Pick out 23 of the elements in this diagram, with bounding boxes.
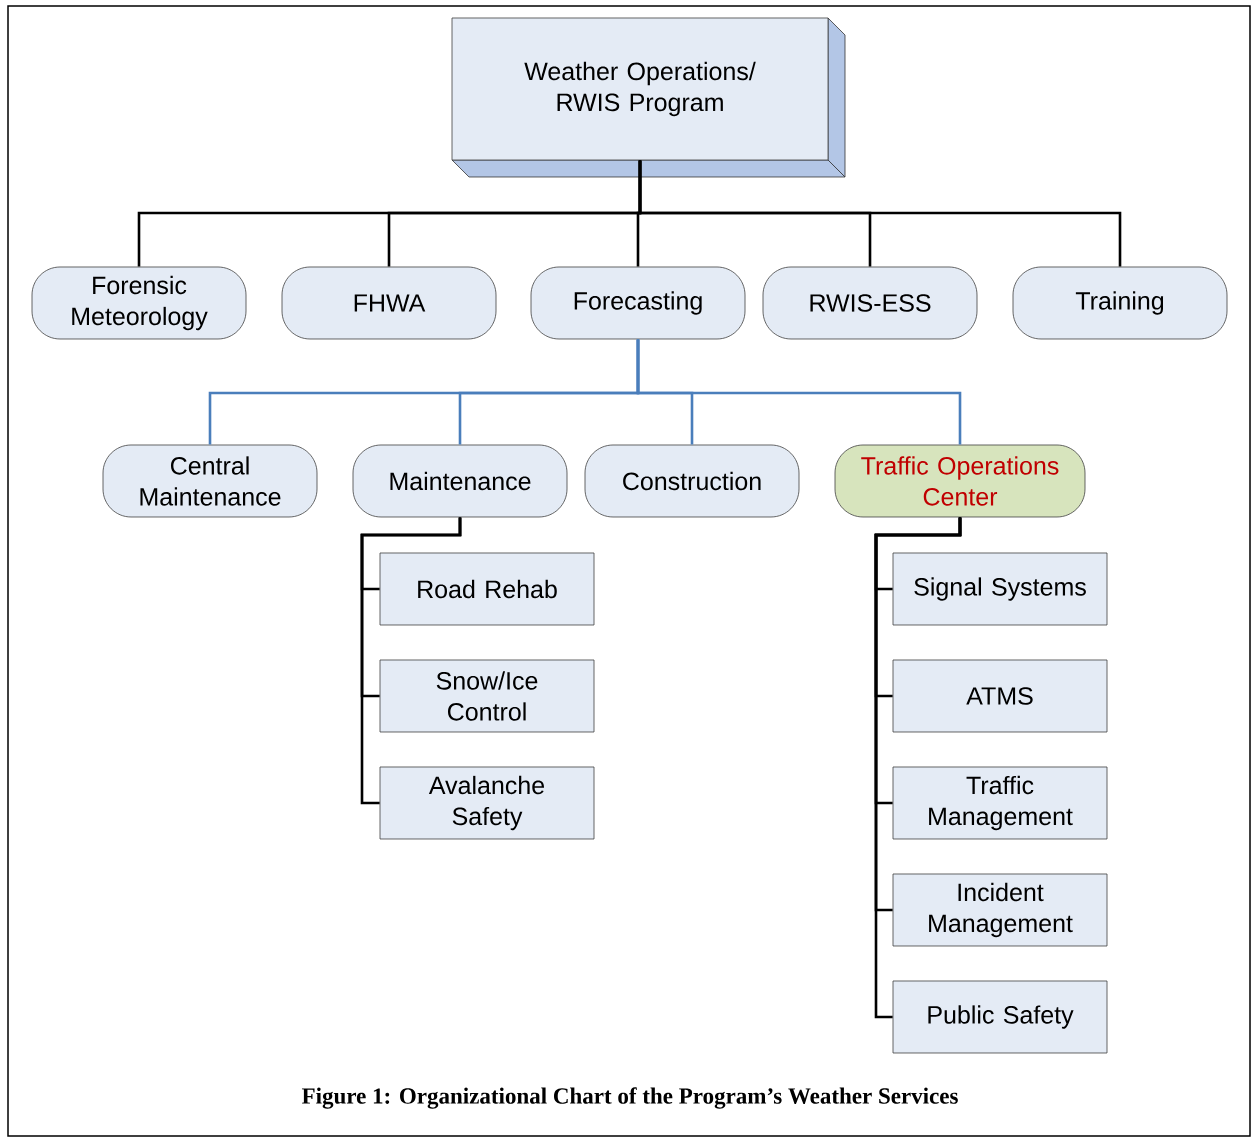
department-box: Construction: [584, 444, 800, 518]
connector-line: [636, 339, 962, 445]
department-box: Training: [1012, 266, 1228, 340]
unit-box: Incident Management: [892, 873, 1108, 947]
figure-caption: Figure 1: Organizational Chart of the Program’s Weather Services: [301, 1087, 958, 1109]
department-box: Forensic Meteorology: [31, 266, 247, 340]
connector-line: [638, 160, 1122, 267]
unit-box: Signal Systems: [892, 552, 1108, 626]
department-box: Traffic Operations Center: [834, 444, 1086, 518]
department-box: FHWA: [281, 266, 497, 340]
unit-box: Road Rehab: [379, 552, 595, 626]
connector-line: [874, 517, 962, 1019]
program-box: Weather Operations/ RWIS Program: [451, 17, 846, 178]
department-box: Maintenance: [352, 444, 568, 518]
unit-box: Snow/Ice Control: [379, 659, 595, 733]
department-box: RWIS-ESS: [762, 266, 978, 340]
department-box: Central Maintenance: [102, 444, 318, 518]
unit-box: Avalanche Safety: [379, 766, 595, 840]
unit-box: ATMS: [892, 659, 1108, 733]
unit-box: Public Safety: [892, 980, 1108, 1054]
department-box: Forecasting: [530, 266, 746, 340]
connector-line: [360, 517, 462, 805]
unit-box: Traffic Management: [892, 766, 1108, 840]
